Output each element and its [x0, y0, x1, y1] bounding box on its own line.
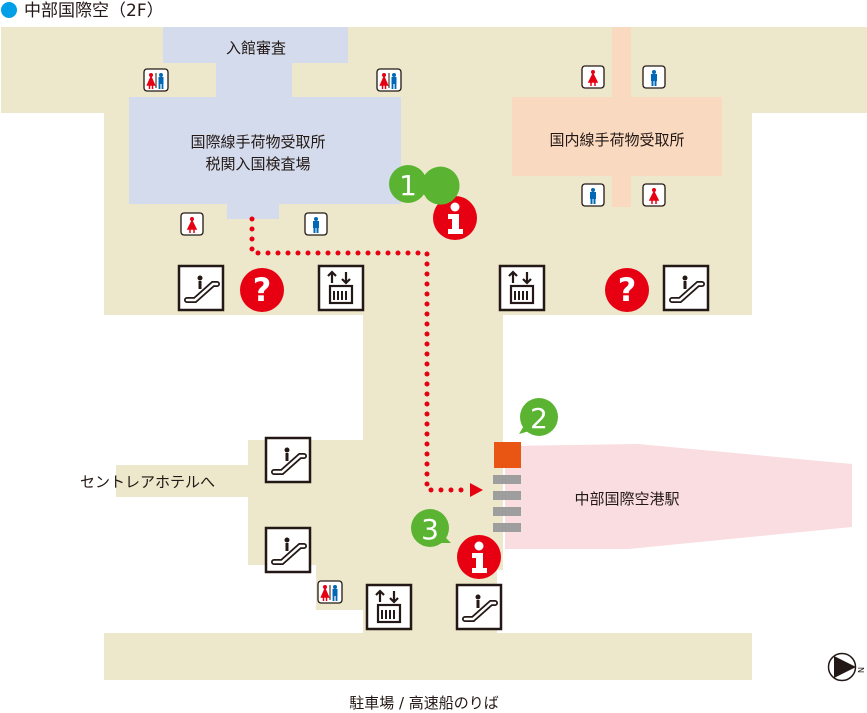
ticket-gates — [493, 475, 521, 532]
international-area — [129, 27, 401, 219]
page-title: 中部国際空（2F） — [24, 1, 164, 21]
label-station[interactable]: 中部国際空港駅 — [574, 490, 679, 508]
north-arrow-icon: N — [827, 652, 865, 682]
elevator-icon — [317, 264, 365, 312]
marker-2[interactable]: 2 — [519, 398, 558, 436]
help-desk-icon[interactable] — [240, 268, 284, 312]
help-desk-icon[interactable] — [605, 268, 649, 312]
label-customs: 税関入国検査場 — [205, 155, 310, 173]
svg-text:2: 2 — [530, 402, 548, 435]
route-path — [249, 216, 473, 493]
marker-1[interactable]: 1 — [389, 165, 460, 205]
svg-text:3: 3 — [421, 513, 439, 546]
escalator-icon — [457, 585, 501, 629]
svg-text:1: 1 — [399, 169, 417, 202]
svg-text:N: N — [856, 667, 865, 673]
escalator-icon — [179, 266, 223, 310]
elevator-icon — [498, 264, 546, 312]
womens-restroom-icon — [180, 212, 204, 236]
restroom-icon — [317, 580, 343, 604]
label-immigration: 入館審査 — [226, 39, 286, 57]
label-hotel[interactable]: セントレアホテルへ — [80, 473, 215, 491]
label-intl-baggage: 国際線手荷物受取所 — [190, 133, 325, 151]
domestic-area — [512, 27, 722, 207]
marker-3[interactable]: 3 — [411, 509, 451, 547]
station-exit-marker — [494, 442, 521, 468]
restroom-icon — [376, 68, 402, 92]
restroom-icon — [143, 68, 169, 92]
station-area — [505, 444, 852, 549]
mens-restroom-icon — [581, 183, 605, 207]
label-domestic-baggage: 国内線手荷物受取所 — [549, 131, 684, 149]
elevator-icon — [365, 583, 413, 631]
route-arrow-icon — [470, 483, 483, 497]
womens-restroom-icon — [581, 65, 605, 89]
mens-restroom-icon — [642, 65, 666, 89]
womens-restroom-icon — [642, 183, 666, 207]
info-icon[interactable] — [457, 535, 501, 579]
label-parking-ferry[interactable]: 駐車場 / 高速船のりば — [349, 694, 499, 712]
escalator-icon — [266, 438, 310, 482]
bullet-icon — [1, 2, 17, 18]
mens-restroom-icon — [304, 212, 328, 236]
escalator-icon — [664, 266, 708, 310]
escalator-icon — [266, 528, 310, 572]
